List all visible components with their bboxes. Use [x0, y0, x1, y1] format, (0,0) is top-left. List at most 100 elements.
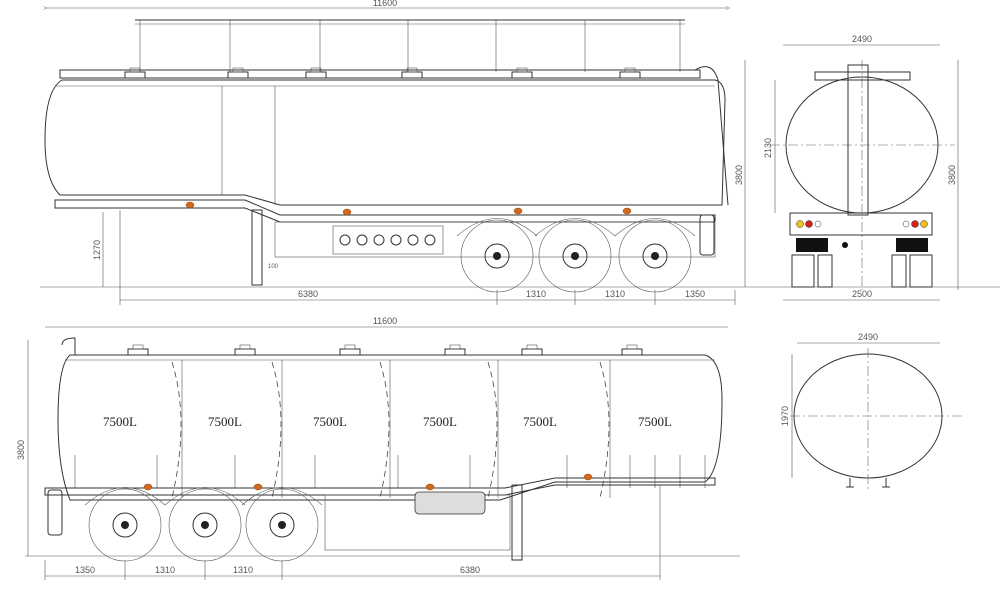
- hub: [192, 512, 218, 538]
- fender: [84, 487, 166, 506]
- dim-coupling-height: 1270: [92, 240, 102, 260]
- cross-section: 2490 1970: [780, 332, 962, 490]
- fender: [534, 218, 616, 237]
- bulkhead: [487, 361, 498, 499]
- manhole-cover: [516, 67, 528, 73]
- amber-lamp: [796, 220, 804, 228]
- side-marker-lamp: [583, 473, 593, 481]
- manhole-cover: [526, 344, 538, 350]
- valve: [390, 234, 402, 246]
- rear-bumper: [789, 212, 933, 236]
- valve: [373, 234, 385, 246]
- hub: [269, 512, 295, 538]
- valve-box: [332, 225, 444, 255]
- compartment-capacity: 7500L: [313, 414, 347, 429]
- bulkhead: [599, 361, 610, 499]
- manhole: [521, 348, 543, 356]
- axle-center: [651, 252, 659, 260]
- side-marker-lamp: [143, 483, 153, 491]
- red-lamp: [911, 220, 919, 228]
- walkway: [59, 69, 701, 79]
- dim-overall-length: 11600: [373, 0, 397, 8]
- rear-tire: [891, 254, 907, 288]
- axle-center: [571, 252, 579, 260]
- fender: [241, 487, 323, 506]
- dim-rear-overhang: 1350: [75, 565, 95, 575]
- rear-view: 2490 2130 3800 2500: [763, 34, 959, 301]
- mudflap: [699, 214, 715, 256]
- chassis-frame: [54, 199, 716, 223]
- side-marker-lamp: [185, 201, 195, 209]
- reflector-plate: [896, 238, 928, 252]
- hub: [112, 512, 138, 538]
- hub: [484, 243, 510, 269]
- dim-tank-height: 2130: [763, 138, 773, 158]
- manhole-cover: [129, 67, 141, 73]
- manhole-cover: [449, 344, 461, 350]
- side-marker-lamp: [253, 483, 263, 491]
- manhole: [444, 348, 466, 356]
- compartment-capacity: 7500L: [208, 414, 242, 429]
- manhole: [127, 348, 149, 356]
- amber-lamp: [920, 220, 928, 228]
- manhole: [621, 348, 643, 356]
- manhole-cover: [624, 67, 636, 73]
- manhole: [339, 348, 361, 356]
- axle-center: [493, 252, 501, 260]
- landing-leg-note: 100: [268, 264, 279, 270]
- compartment-capacity: 7500L: [103, 414, 137, 429]
- dim-rear-overhang: 1350: [685, 289, 705, 299]
- dim-section-height: 1970: [780, 406, 790, 426]
- valve: [407, 234, 419, 246]
- top-walkway: [814, 71, 911, 81]
- tank-body: [44, 79, 726, 206]
- side-marker-lamp: [342, 208, 352, 216]
- manhole-cover: [232, 67, 244, 73]
- manhole-cover: [132, 344, 144, 350]
- hub: [562, 243, 588, 269]
- fender: [614, 218, 696, 237]
- dim-kingpin-to-axle: 6380: [298, 289, 318, 299]
- rear-ladder: [694, 66, 729, 206]
- side-marker-lamp: [425, 483, 435, 491]
- dim-tank-width: 2490: [852, 34, 872, 44]
- side-marker-lamp: [513, 207, 523, 215]
- dim-axle-spacing-1: 1310: [155, 565, 175, 575]
- axle-center: [278, 521, 286, 529]
- dim-axle-spacing-2: 1310: [233, 565, 253, 575]
- manhole: [305, 71, 327, 79]
- manhole: [401, 71, 423, 79]
- manhole-cover: [406, 67, 418, 73]
- valve: [356, 234, 368, 246]
- manhole-cover: [310, 67, 322, 73]
- reflector-plate: [796, 238, 828, 252]
- compartment-capacity: 7500L: [523, 414, 557, 429]
- bulkhead: [271, 361, 282, 499]
- dim-overall-length: 11600: [373, 316, 397, 326]
- manhole: [227, 71, 249, 79]
- dim-overall-width: 2500: [852, 289, 872, 299]
- axle-center: [201, 521, 209, 529]
- valve: [339, 234, 351, 246]
- rear-tire: [817, 254, 833, 288]
- valve: [424, 234, 436, 246]
- dim-axle-spacing-1: 1310: [526, 289, 546, 299]
- white-lamp: [902, 220, 910, 228]
- side-view-top: 100 11600 1270 3800 6380 1310 1310 1350: [40, 0, 1000, 305]
- fender: [164, 487, 246, 506]
- fender: [456, 218, 538, 237]
- manhole: [234, 348, 256, 356]
- manhole-cover: [626, 344, 638, 350]
- dim-height: 3800: [734, 165, 744, 185]
- dim-axle-spacing-2: 1310: [605, 289, 625, 299]
- dim-height: 3800: [16, 440, 26, 460]
- cabinet: [274, 221, 716, 258]
- side-marker-lamp: [622, 207, 632, 215]
- dim-section-width: 2490: [858, 332, 878, 342]
- mudflap: [47, 489, 63, 536]
- compartment-capacity: 7500L: [423, 414, 457, 429]
- red-lamp: [805, 220, 813, 228]
